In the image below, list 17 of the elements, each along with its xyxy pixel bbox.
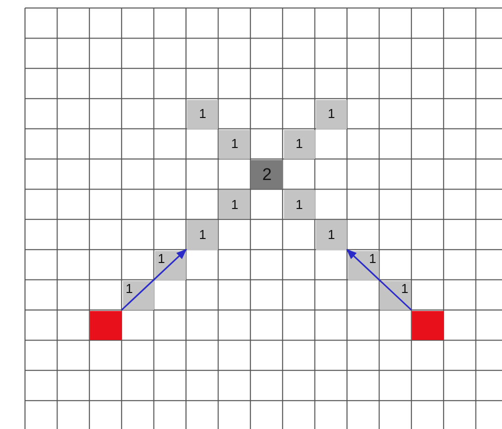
shaded-cell: 1	[316, 100, 347, 129]
arrow	[346, 248, 412, 311]
shaded-cell: 1	[187, 100, 218, 129]
shaded-cell: 1	[316, 220, 347, 250]
start-square	[90, 311, 122, 340]
shaded-cell: 1	[284, 130, 315, 159]
shaded-cell: 1	[122, 280, 154, 310]
shaded-cell: 1	[284, 190, 315, 220]
shaded-cell: 1	[219, 130, 250, 159]
arrow	[121, 248, 187, 311]
shaded-cell: 1	[380, 280, 412, 310]
shaded-cell: 1	[219, 190, 250, 220]
shaded-cell: 1	[348, 250, 380, 280]
shaded-cell: 1	[154, 250, 186, 280]
start-square	[412, 311, 444, 340]
shaded-cell: 1	[187, 220, 218, 250]
shaded-cell: 2	[251, 160, 283, 190]
